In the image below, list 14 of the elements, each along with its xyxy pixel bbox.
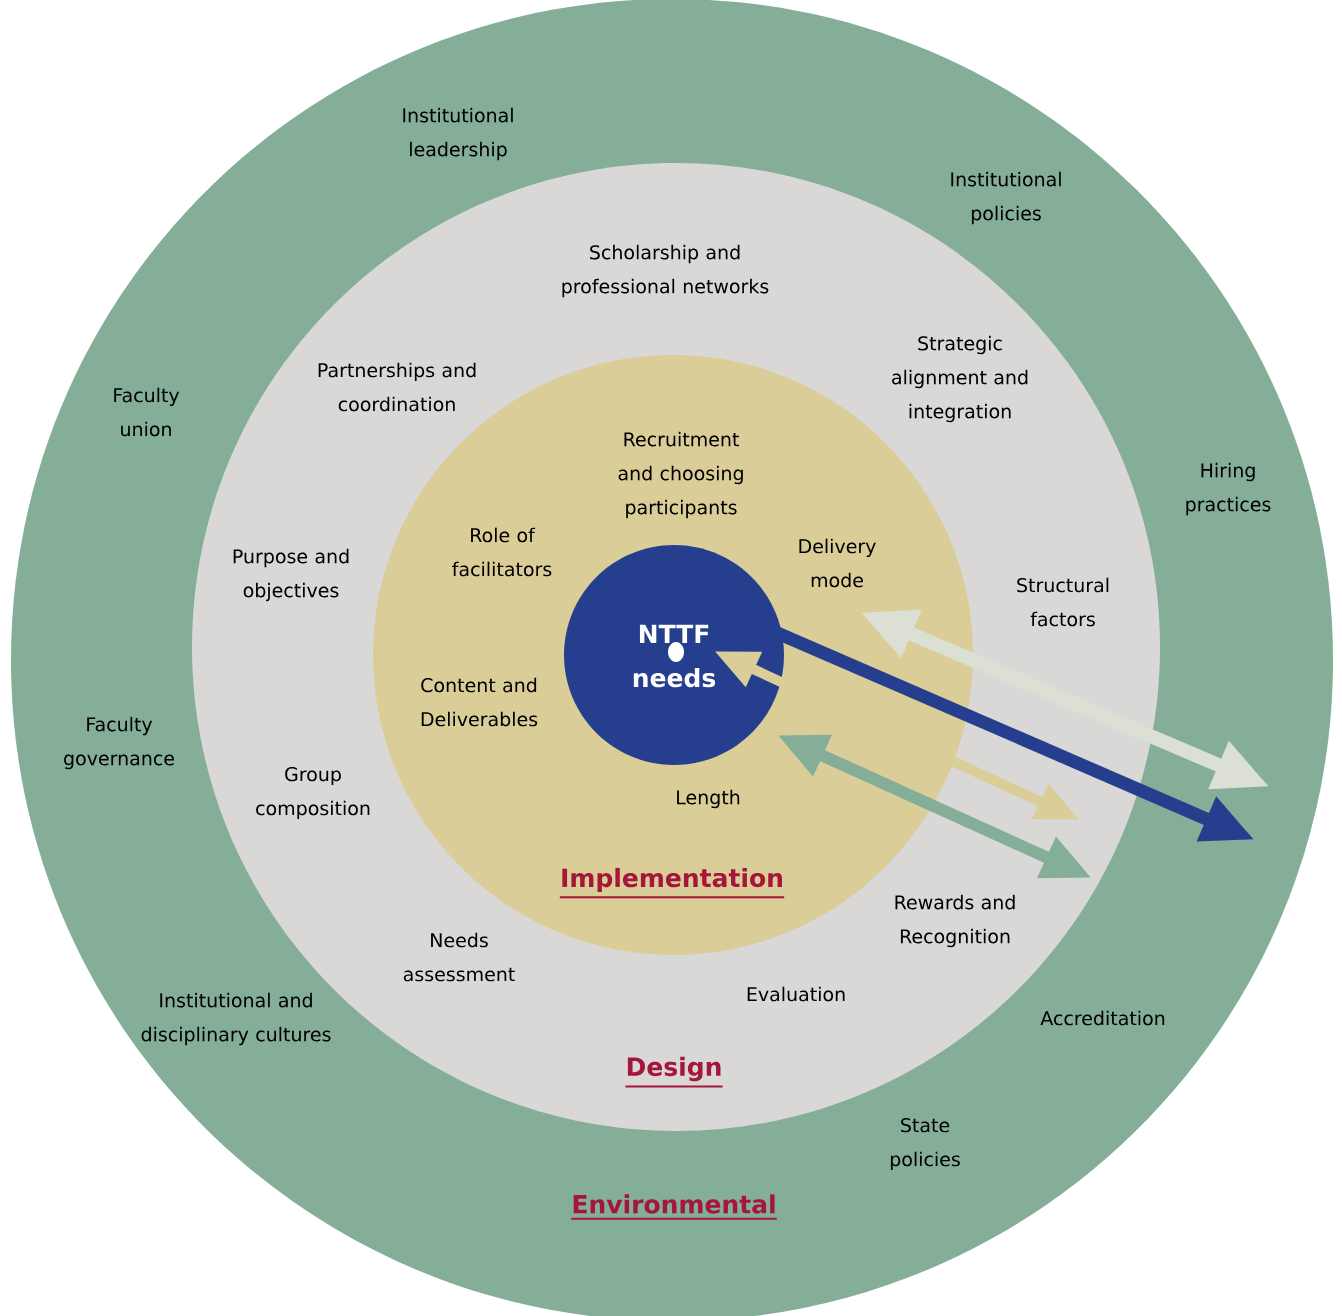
- factor-label: Role of facilitators: [452, 527, 552, 577]
- factor-label: Content and Deliverables: [421, 677, 538, 727]
- factor-label: Structural factors: [1017, 577, 1109, 627]
- factor-label: Group composition: [256, 767, 370, 820]
- factor-label: Evaluation: [747, 986, 845, 1002]
- factor-label: Scholarship and professional networks: [562, 244, 769, 298]
- factor-label: Purpose and objectives: [233, 548, 349, 602]
- factor-label: Faculty union: [114, 387, 180, 437]
- factor-label: Recruitment and choosing participants: [618, 431, 743, 519]
- factor-label: Institutional leadership: [403, 107, 513, 161]
- factor-label: Faculty governance: [64, 716, 174, 770]
- factor-label: Hiring practices: [1186, 462, 1271, 516]
- factor-label: Length: [677, 789, 740, 809]
- factor-label: Institutional policies: [951, 171, 1061, 225]
